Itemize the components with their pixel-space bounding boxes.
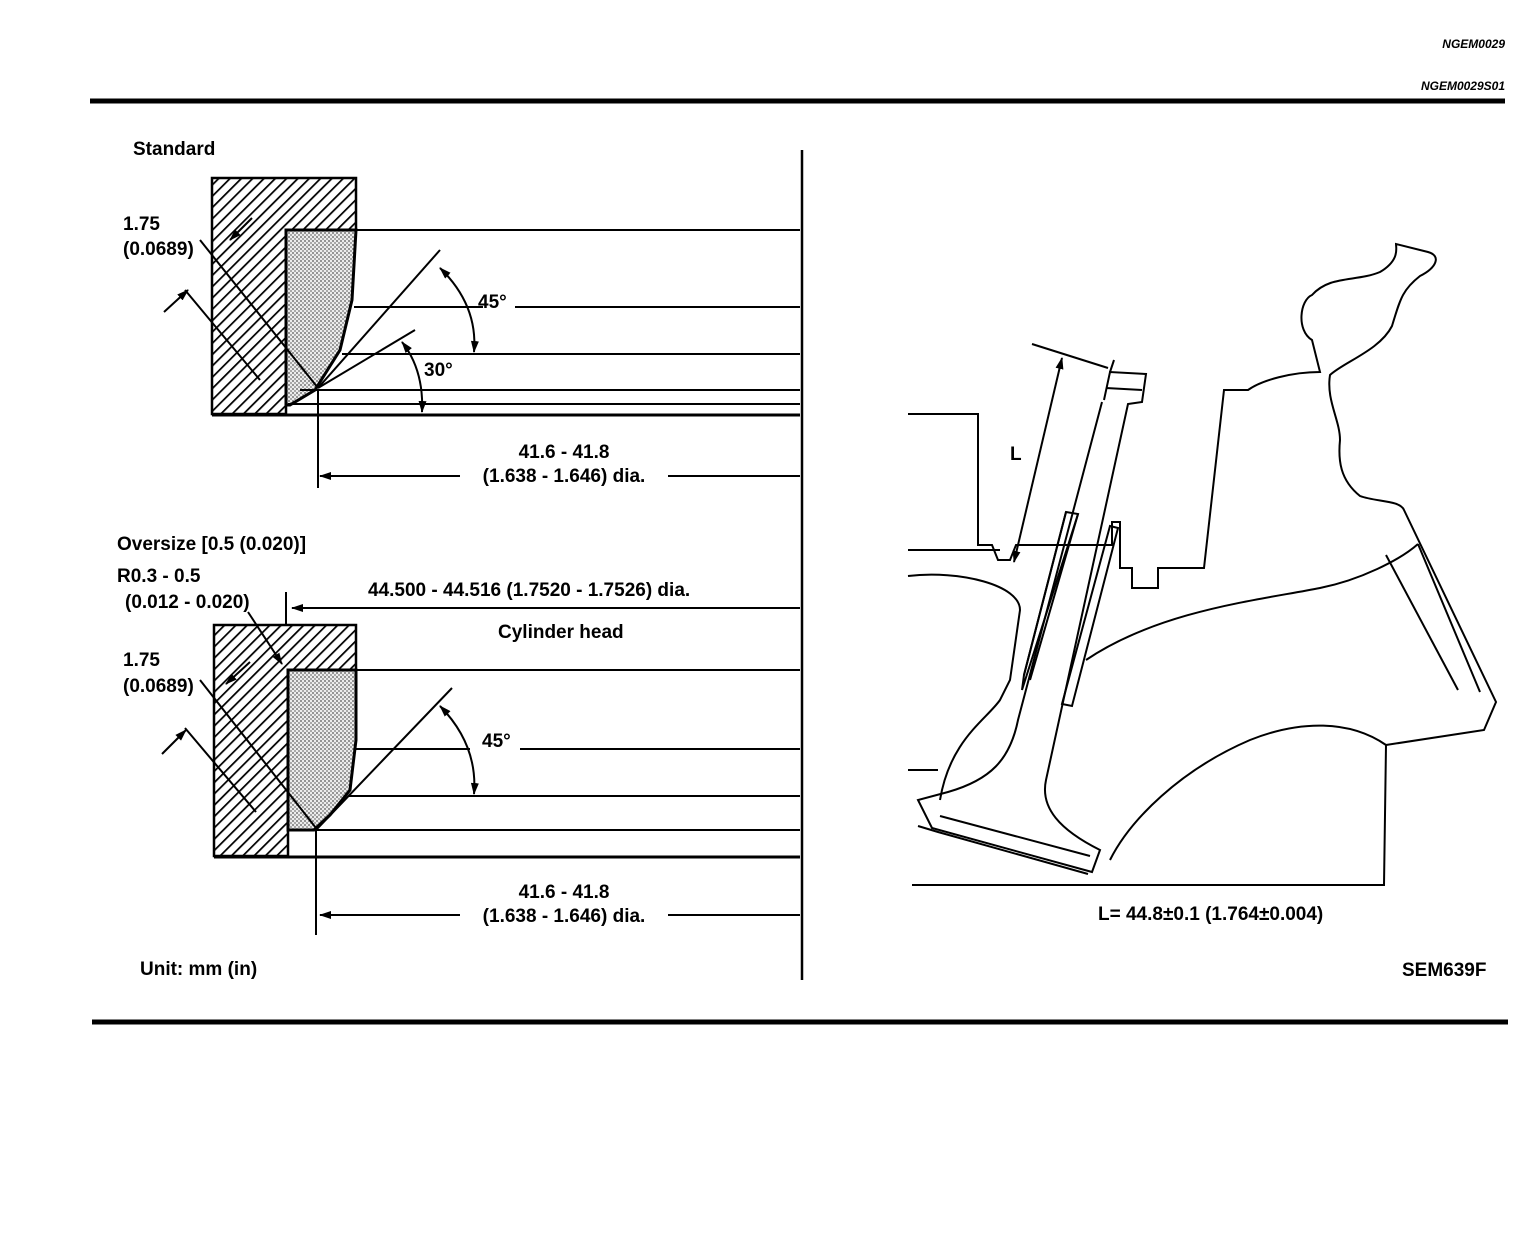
doc-ref-top: NGEM0029 (1442, 37, 1505, 51)
standard-seat-insert (284, 228, 358, 407)
oversize-width-mm: 1.75 (123, 650, 160, 671)
unit-label: Unit: mm (in) (140, 959, 257, 980)
standard-dia-in: (1.638 - 1.646) dia. (483, 466, 646, 487)
oversize-title: Oversize [0.5 (0.020)] (117, 534, 306, 555)
standard-title: Standard (133, 139, 215, 160)
standard-dia-mm: 41.6 - 41.8 (519, 442, 610, 463)
cylinder-head-label: Cylinder head (498, 622, 624, 643)
oversize-radius-in: (0.012 - 0.020) (125, 592, 250, 613)
standard-width-mm: 1.75 (123, 214, 160, 235)
oversize-width-in: (0.0689) (123, 676, 194, 697)
oversize-dia-mm: 41.6 - 41.8 (519, 882, 610, 903)
standard-seat-diagram: Standard 45° 30° 1.75 (0.0689) 41.6 - 41… (123, 139, 800, 488)
figure-id: SEM639F (1402, 960, 1486, 981)
oversize-radius-mm: R0.3 - 0.5 (117, 566, 201, 587)
valve-dim-label: L (1010, 444, 1022, 465)
standard-width-in: (0.0689) (123, 239, 194, 260)
standard-angle-45: 45° (478, 292, 507, 313)
valve-head-section: L (907, 242, 1498, 886)
standard-angle-30: 30° (424, 360, 453, 381)
oversize-bore-dia: 44.500 - 44.516 (1.7520 - 1.7526) dia. (368, 580, 690, 601)
oversize-seat-diagram: Oversize [0.5 (0.020)] R0.3 - 0.5 (0.012… (117, 534, 800, 935)
oversize-seat-insert (286, 668, 358, 832)
oversize-dia-in: (1.638 - 1.646) dia. (483, 906, 646, 927)
valve-dim-value: L= 44.8±0.1 (1.764±0.004) (1098, 904, 1323, 925)
doc-ref-section: NGEM0029S01 (1421, 79, 1505, 93)
cylinder-head-outline (908, 242, 1498, 886)
oversize-angle-45: 45° (482, 731, 511, 752)
valve-stem (916, 370, 1148, 874)
